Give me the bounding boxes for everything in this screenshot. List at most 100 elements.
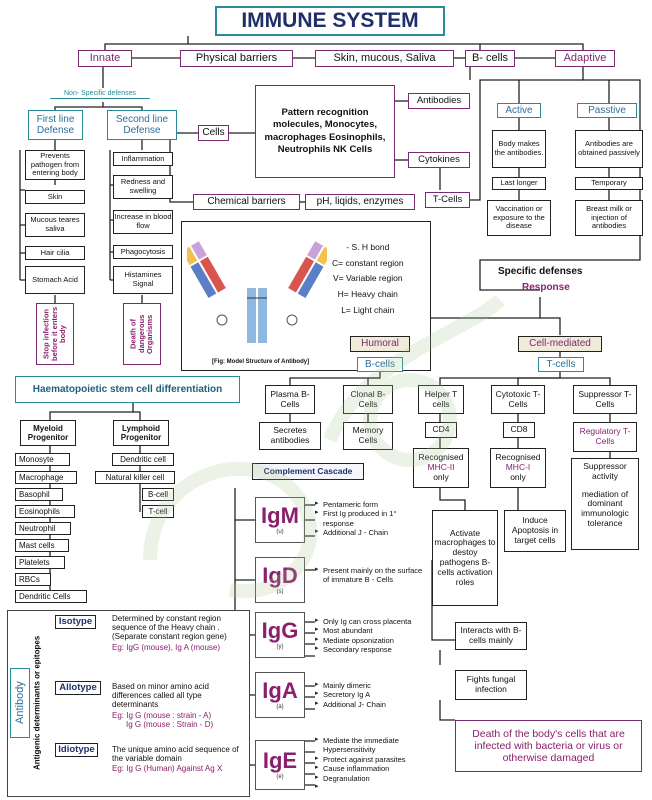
chemical-barriers-label: Chemical barriers: [207, 196, 286, 208]
myeloid-item-platelets: Platelets: [15, 556, 65, 569]
ige-points: Mediate the immediate Hypersensitivity P…: [315, 736, 430, 792]
figure-caption: [Fig: Model Structure of Antibody]: [212, 359, 310, 365]
first-line-box: First line Defense: [28, 110, 83, 140]
igm-point: Additional J - Chain: [315, 528, 425, 537]
memory-box: Memory Cells: [343, 422, 393, 450]
active-box: Active: [497, 103, 541, 118]
title-box: IMMUNE SYSTEM: [215, 6, 445, 36]
igm-point: Pentameric form: [315, 500, 425, 509]
response-label: Response: [522, 282, 570, 293]
suppressor-activity-box: Suppressor activity mediation of dominan…: [571, 458, 639, 550]
allotype-desc-text: Based on minor amino acid differences ca…: [112, 682, 209, 710]
secretes-box: Secretes antibodies: [259, 422, 321, 450]
ph-box: pH, liqids, enzymes: [305, 194, 415, 210]
myeloid-item-neutrophil: Neutrophil: [15, 522, 71, 535]
antibody-structure-illustration: [187, 241, 327, 343]
first-item-hair: Hair cilia: [25, 246, 85, 260]
cell-mediated-box: Cell-mediated: [518, 336, 602, 352]
death-box: Death of the body's cells that are infec…: [455, 720, 642, 772]
physical-barriers-label: Physical barriers: [195, 52, 278, 65]
second-item-redness: Redness and swelling: [113, 175, 173, 199]
iga-point: Secretory Ig A: [315, 690, 425, 699]
passive-item-temporary: Temporary: [575, 177, 643, 190]
ige-box: IgE (e): [255, 740, 305, 790]
igg-label: IgG: [261, 618, 299, 643]
variable-heavy-left: [191, 241, 207, 260]
idiotype-box: Idiotype: [55, 743, 98, 757]
myeloid-item-rbcs: RBCs: [15, 573, 51, 586]
page-title: IMMUNE SYSTEM: [241, 8, 419, 32]
ige-point: Protect against parasites: [315, 755, 430, 764]
pattern-recognition-text: Pattern recognition molecules, Monocytes…: [264, 106, 386, 155]
induce-box: Induce Apoptosis in target cells: [504, 510, 566, 552]
activate-label: Activate macrophages to destoy pathogens…: [434, 527, 496, 587]
ige-tag: (e): [276, 774, 284, 780]
adaptive-label: Adaptive: [563, 52, 607, 65]
adaptive-box: Adaptive: [555, 50, 615, 67]
complement-box: Complement Cascade: [252, 463, 364, 480]
antibody-vertical-label: Antibody: [10, 668, 30, 738]
heavy-chain-right-upper: [288, 256, 314, 293]
iga-tag: (a): [276, 704, 284, 710]
idiotype-example: Eg: Ig G (Human) Against Ag X: [112, 764, 223, 774]
mhc1-box: Recognised MHC-I only: [490, 448, 546, 488]
b-cells-label: B- cells: [471, 52, 509, 65]
humoral-box: Humoral: [350, 336, 410, 352]
mhc2-label: MHC-II: [427, 462, 455, 473]
isotype-box: Isotype: [55, 615, 96, 629]
second-item-histamines: Histamines Signal: [113, 266, 173, 294]
interacts-box: Interacts with B-cells mainly: [455, 622, 527, 650]
igg-tag: (y): [276, 644, 284, 650]
idiotype-description: The unique amino acid sequence of the va…: [112, 745, 246, 774]
lymphoid-item-dendritic: Dendritic cell: [112, 453, 174, 466]
cells-box: Cells: [198, 125, 229, 141]
cytotoxic-box: Cytotoxic T- Cells: [491, 385, 545, 414]
pattern-recognition-box: Pattern recognition molecules, Monocytes…: [255, 85, 395, 178]
antibodies-label: Antibodies: [416, 94, 462, 106]
cm-t-cells-label: T-cells: [546, 358, 576, 370]
first-line-label: First line Defense: [36, 113, 75, 137]
igm-tag: (u): [276, 529, 284, 535]
lymphoid-item-t: T-cell: [142, 505, 174, 518]
isotype-label: Isotype: [58, 615, 93, 627]
myeloid-item-monosyte: Monosyte: [15, 453, 70, 466]
suppressor-box: Suppressor T-Cells: [573, 385, 637, 414]
ige-point: Mediate the immediate Hypersensitivity: [315, 736, 430, 755]
variable-light-right: [316, 246, 327, 266]
suppressor-label: Suppressor T-Cells: [578, 388, 632, 409]
b-cells-box: B- cells: [465, 50, 515, 67]
active-label: Active: [505, 104, 533, 116]
secretes-label: Secretes antibodies: [270, 425, 310, 445]
isotype-example: Eg: IgG (mouse), Ig A (mouse): [112, 642, 221, 652]
legend-light: L= Light chain: [341, 304, 395, 315]
first-item-stomach: Stomach Acid: [25, 266, 85, 294]
physical-barriers-box: Physical barriers: [180, 50, 293, 67]
igm-label: IgM: [261, 503, 299, 528]
t-cells-center-label: T-Cells: [432, 193, 463, 205]
antibody-section-frame: [7, 610, 250, 797]
mediation-label: mediation of dominant immunologic tolera…: [581, 488, 629, 528]
myeloid-box: Myeloid Progenitor: [20, 420, 76, 446]
antibodies-box: Antibodies: [408, 93, 470, 109]
skin-mucous-label: Skin, mucous, Saliva: [333, 52, 436, 65]
non-specific-label: Non- Specific defenses: [50, 90, 150, 100]
cd8-box: CD8: [503, 422, 535, 438]
helper-box: Helper T cells: [418, 385, 464, 414]
chemical-barriers-box: Chemical barriers: [193, 194, 300, 210]
ige-point: Cause inflammation: [315, 764, 430, 773]
humoral-label: Humoral: [361, 338, 399, 350]
allotype-label: Allotype: [59, 681, 97, 693]
interacts-label: Interacts with B-cells mainly: [460, 625, 522, 645]
fc-right: [258, 288, 267, 343]
suppressor-activity-label: Suppressor activity: [583, 461, 627, 481]
fights-box: Fights fungal infection: [455, 670, 527, 700]
plasma-box: Plasma B-Cells: [265, 385, 315, 414]
recognised-label-cd4: Recognised: [418, 452, 464, 463]
igd-label: IgD: [262, 563, 298, 588]
legend-sh-bond: - S. H bond: [346, 242, 390, 252]
death-label: Death of the body's cells that are infec…: [472, 727, 625, 765]
regulatory-box: Regulatory T- Cells: [573, 422, 637, 452]
humoral-b-cells-label: B-cells: [364, 358, 395, 370]
cells-label: Cells: [202, 127, 225, 139]
